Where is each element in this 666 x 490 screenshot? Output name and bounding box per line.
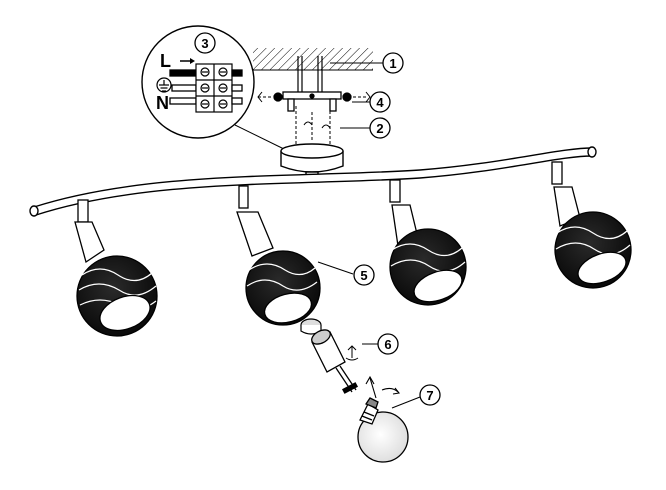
callout-5: 5 <box>353 264 375 286</box>
wiring-detail: L N <box>141 25 287 151</box>
lamp-socket <box>311 329 358 394</box>
socket-rotate-arrows <box>345 345 359 361</box>
callout-1: 1 <box>382 52 404 74</box>
callout-3-label: 3 <box>201 36 208 51</box>
label-neutral: N <box>156 93 169 113</box>
ceiling <box>253 48 373 71</box>
fixing-screws <box>258 96 368 145</box>
earth-ground-icon <box>156 77 172 93</box>
callout-2: 2 <box>369 117 391 139</box>
spotlight-2 <box>236 185 321 326</box>
callout-7-label: 7 <box>426 388 433 403</box>
ceiling-screws <box>297 56 323 96</box>
label-live: L <box>160 51 171 71</box>
callout-6: 6 <box>377 333 399 355</box>
callout-1-label: 1 <box>389 56 396 71</box>
callout-lines <box>317 62 421 409</box>
terminal-block <box>195 63 233 113</box>
spotlight-3 <box>389 179 467 306</box>
spotlight-4 <box>551 161 632 289</box>
callout-6-label: 6 <box>384 337 391 352</box>
spotlight-1 <box>74 199 158 337</box>
callout-5-label: 5 <box>360 268 367 283</box>
light-bulb <box>357 397 409 463</box>
callout-7: 7 <box>419 384 441 406</box>
spotlight-bar <box>29 146 597 217</box>
mounting-bracket <box>273 91 352 112</box>
bulb-install-arrows <box>365 375 401 399</box>
callout-4: 4 <box>369 91 391 113</box>
callout-4-label: 4 <box>376 95 384 110</box>
rotate-arrows <box>257 91 371 129</box>
socket-ring <box>300 318 322 335</box>
callout-3: 3 <box>194 32 216 54</box>
callout-2-label: 2 <box>376 121 383 136</box>
